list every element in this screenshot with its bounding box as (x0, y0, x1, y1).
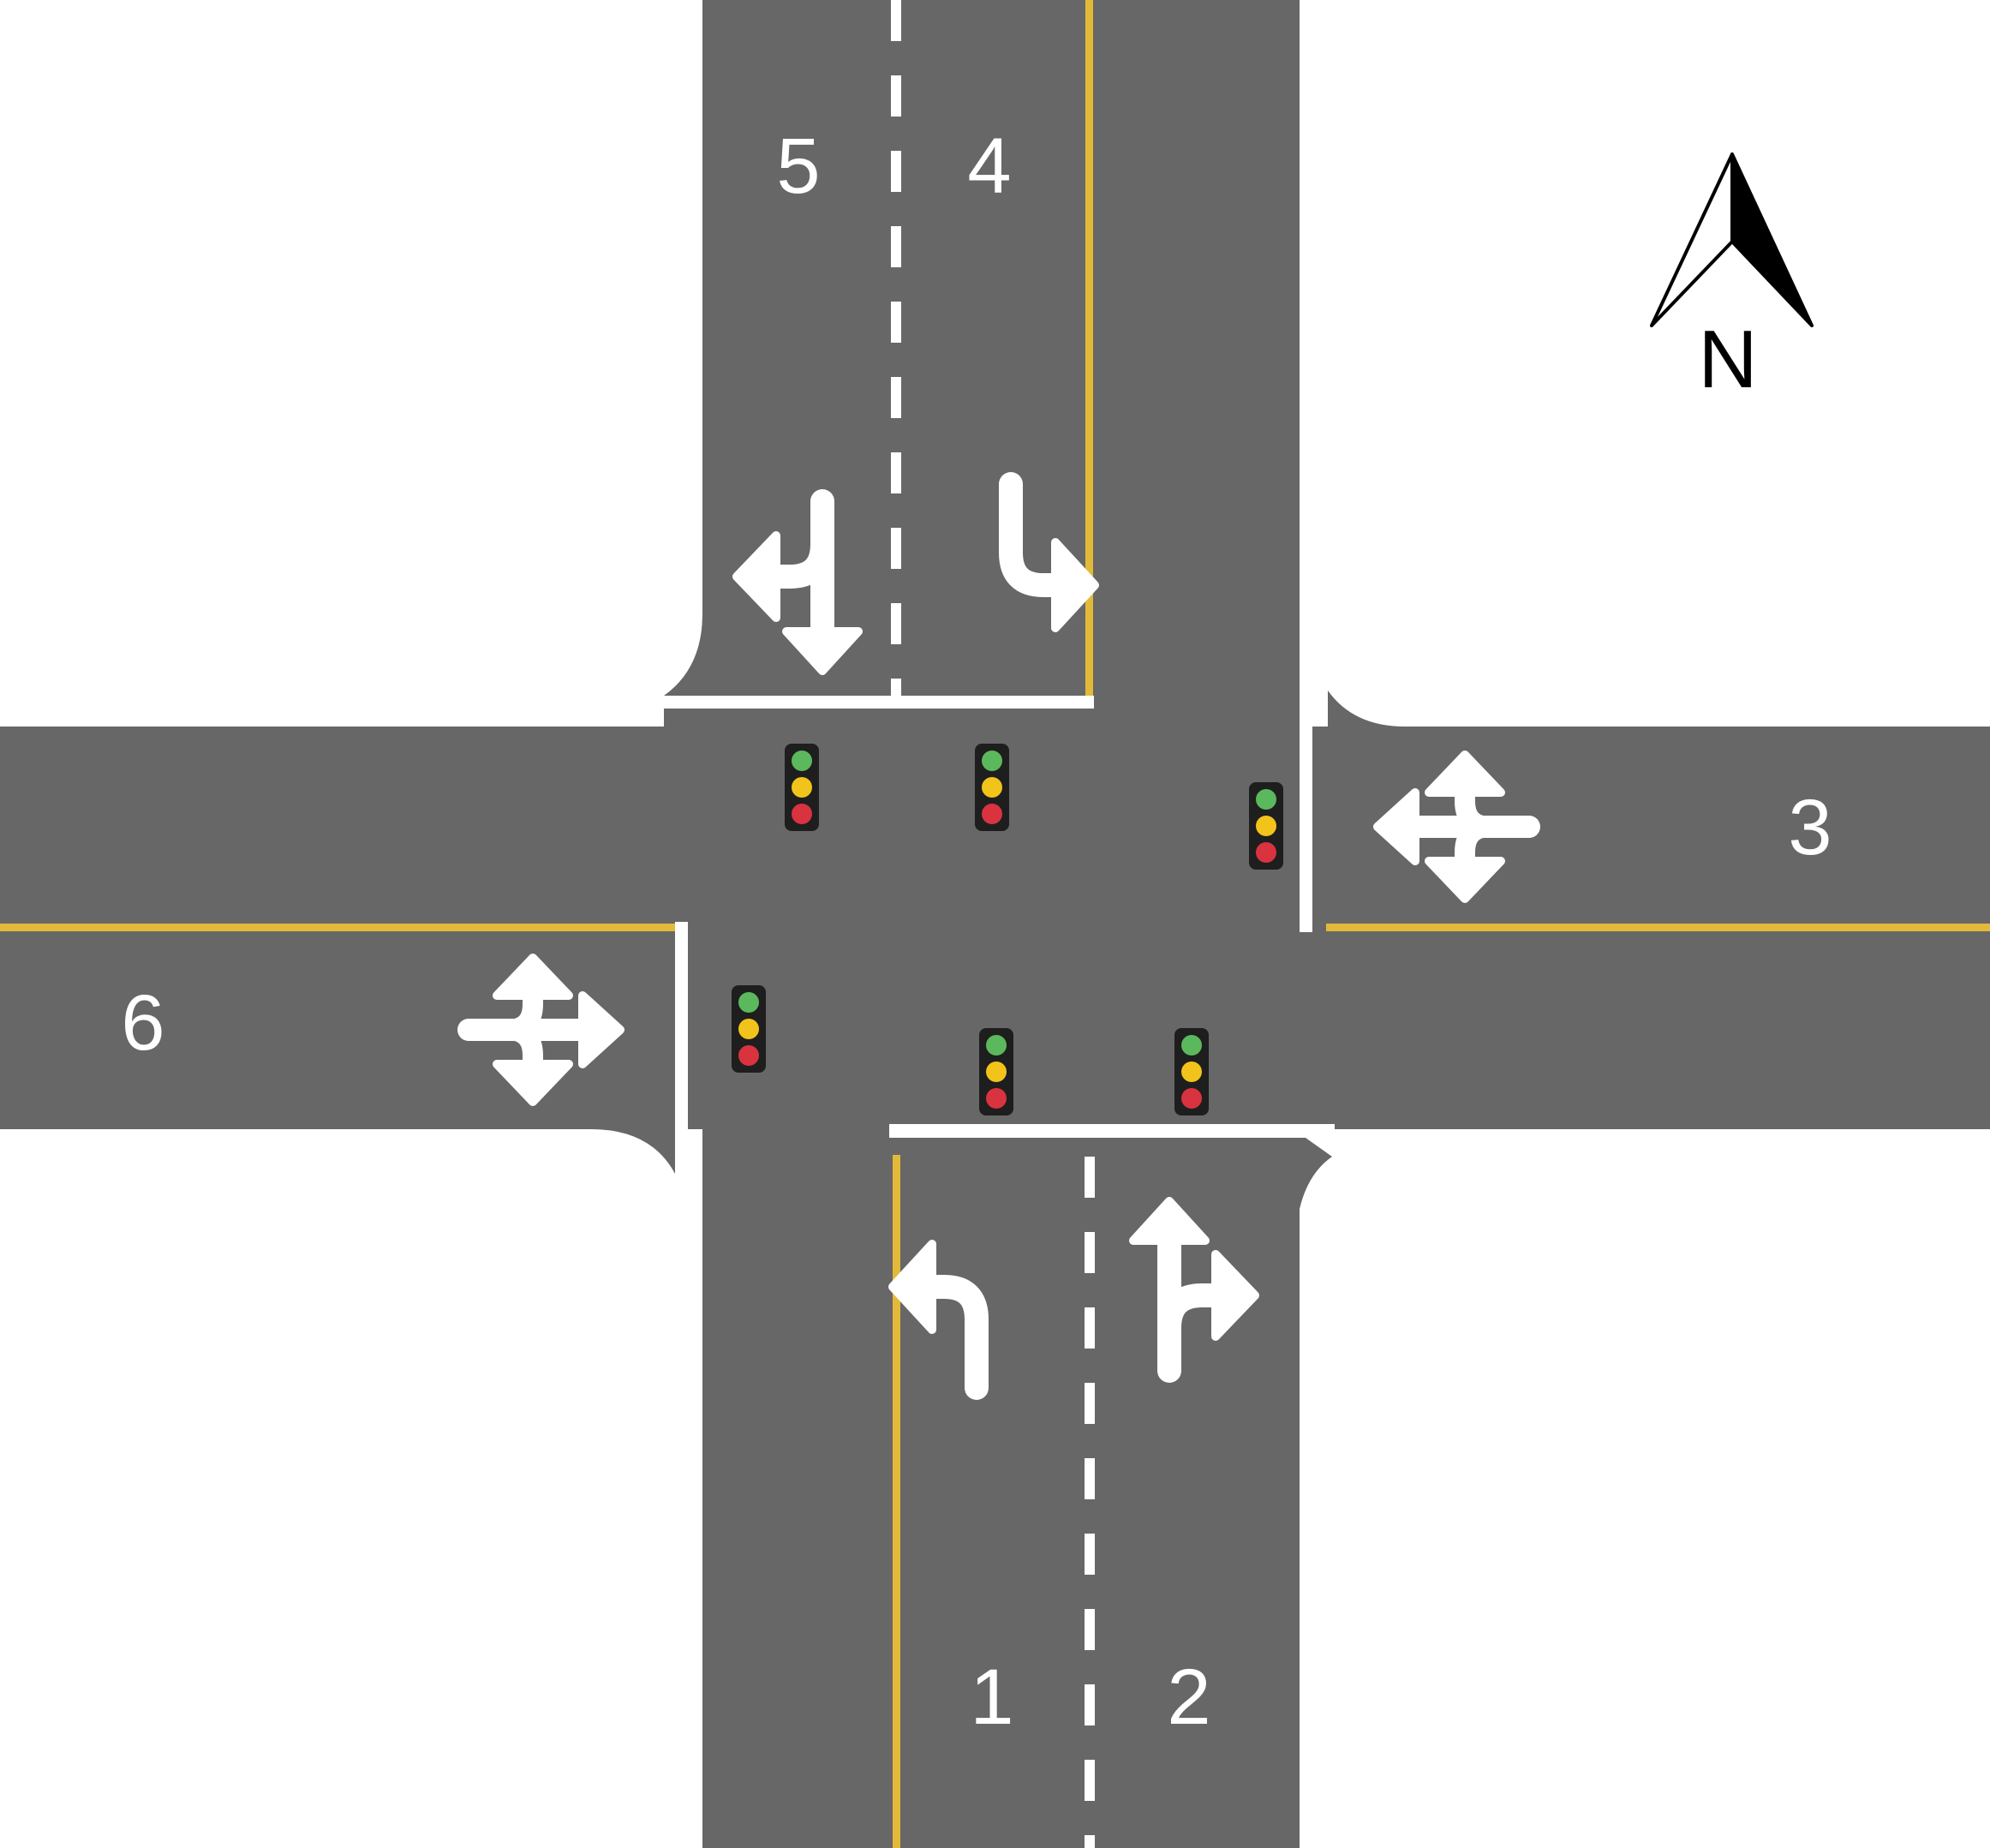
lane-number-3: 3 (1788, 784, 1832, 871)
traffic-light-icon (975, 744, 1009, 831)
curb-return-nw-fill (664, 613, 702, 727)
stop-line-west (675, 922, 688, 1172)
lane-dividers (891, 0, 1095, 1848)
lane-numbers: 1 2 3 4 5 6 (121, 123, 1832, 1741)
stop-line-east (1300, 691, 1312, 932)
traffic-light-icon (1174, 1028, 1209, 1115)
curb-return-sw (591, 1129, 675, 1174)
lane-number-1: 1 (970, 1654, 1013, 1741)
yellow-line-east (1326, 924, 1990, 931)
traffic-lights (732, 744, 1283, 1115)
north-road (702, 0, 1300, 737)
stop-line-south (889, 1124, 1335, 1138)
traffic-light-icon (979, 1028, 1013, 1115)
lane-number-6: 6 (121, 979, 164, 1067)
traffic-light-icon (732, 985, 766, 1073)
lane-number-4: 4 (967, 123, 1011, 210)
curb-return-ne (1328, 691, 1405, 727)
yellow-line-north (1085, 0, 1093, 701)
north-arrow-icon (1650, 153, 1814, 327)
north-label: N (1698, 314, 1757, 405)
yellow-line-south (893, 1155, 900, 1848)
yellow-line-west (0, 924, 677, 931)
lane-number-2: 2 (1167, 1654, 1210, 1741)
stop-line-north (664, 696, 1094, 709)
curb-return-se (1294, 1129, 1332, 1251)
lane-number-5: 5 (776, 123, 820, 210)
stop-lines (664, 691, 1335, 1172)
traffic-light-icon (785, 744, 819, 831)
traffic-light-icon (1249, 782, 1283, 870)
north-compass: N (1650, 153, 1814, 405)
